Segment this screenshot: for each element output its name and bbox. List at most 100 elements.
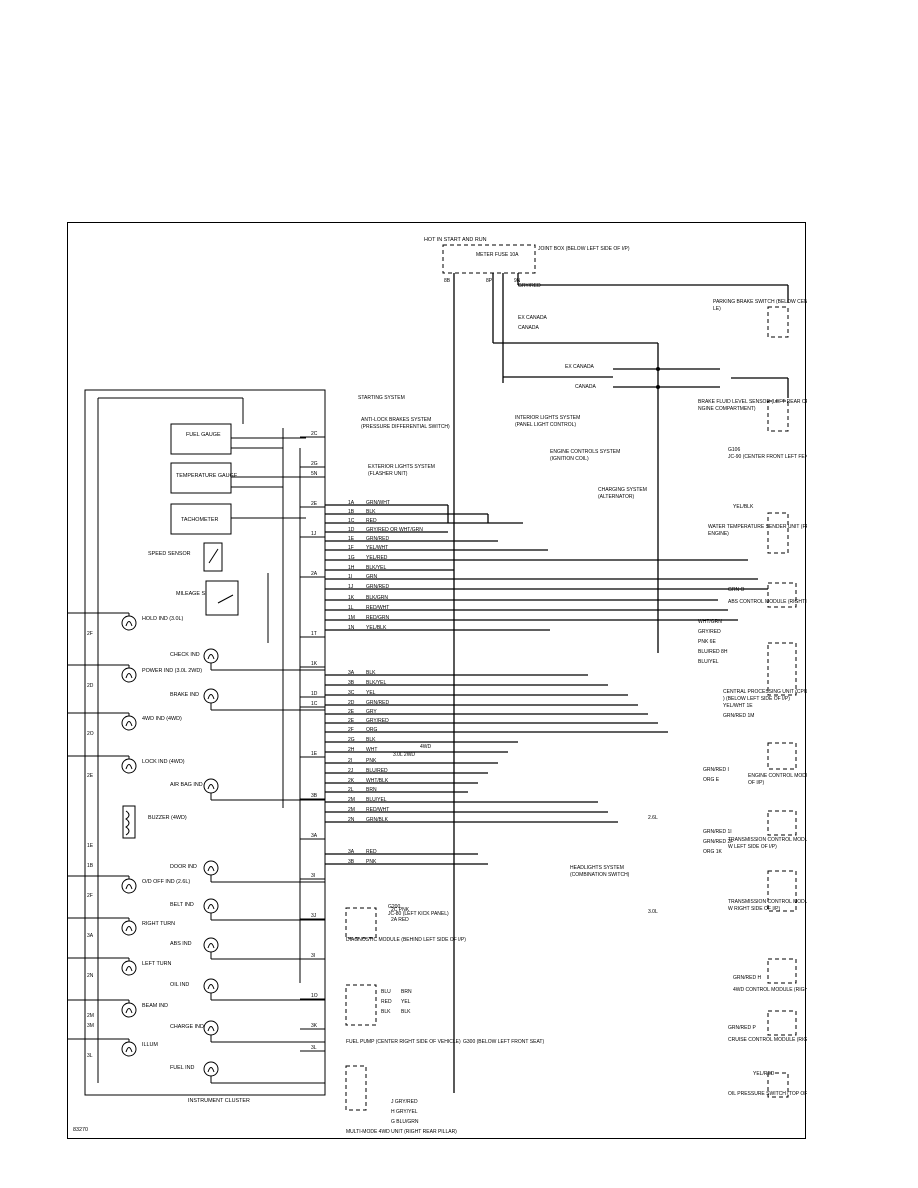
svg-text:3B: 3B — [348, 680, 355, 686]
svg-text:1B: 1B — [348, 509, 355, 515]
joint-box-label: JOINT BOX (BELOW LEFT SIDE OF I/P) — [538, 246, 630, 252]
svg-text:RED: RED — [381, 999, 392, 1005]
pin-right-12: 3A — [311, 833, 318, 839]
svg-text:2L: 2L — [348, 787, 354, 793]
svg-text:2D: 2D — [348, 700, 355, 706]
svg-text:JC-90 (CENTER FRONT LEFT FENDE: JC-90 (CENTER FRONT LEFT FENDER) — [728, 454, 807, 460]
svg-text:YEL/WHT: YEL/WHT — [366, 545, 388, 551]
lamp-label-2: 4WD IND (4WD) — [142, 716, 182, 722]
lamp-0 — [121, 615, 137, 631]
component-right-0: PARKING BRAKE SWITCH (BELOW CENTER CONSO… — [713, 299, 837, 312]
svg-text:2K: 2K — [348, 778, 355, 784]
pin-right-11: 3B — [311, 793, 318, 799]
variant-3-0l-2wd: 3.0L 2WD — [393, 752, 415, 758]
svg-text:GRN/BLK: GRN/BLK — [366, 817, 389, 823]
bottom-box-0 — [345, 907, 377, 939]
right-lamp-label-5: ABS IND — [170, 941, 192, 947]
svg-text:BUZZER (4WD): BUZZER (4WD) — [148, 815, 187, 821]
pin-left-3: 2E — [87, 773, 94, 779]
svg-text:RED: RED — [366, 518, 377, 524]
lamp-label-9: ILLUM — [142, 1042, 158, 1048]
lamp-9 — [121, 1041, 137, 1057]
system-2: EXTERIOR LIGHTS SYSTEM(FLASHER UNIT) — [368, 464, 435, 477]
pin-left-9: 2M — [87, 1013, 94, 1019]
right-lamp-1 — [203, 688, 219, 704]
svg-text:YEL/WHT 1E: YEL/WHT 1E — [723, 703, 753, 709]
right-lamp-0 — [203, 648, 219, 664]
pin-left-2: 2O — [87, 731, 94, 737]
component-bottom-4: MULTI-MODE 4WD UNIT (RIGHT REAR PILLAR)J… — [346, 1099, 457, 1135]
component-box-1 — [767, 642, 797, 696]
svg-text:WATER TEMPERATURE SENDER UNIT: WATER TEMPERATURE SENDER UNIT (FRONT OF — [708, 524, 807, 530]
svg-text:3A: 3A — [348, 670, 355, 676]
svg-text:(IGNITION COIL): (IGNITION COIL) — [550, 456, 589, 462]
svg-text:3C: 3C — [348, 690, 355, 696]
tachometer: TACHOMETER — [170, 503, 232, 535]
component-right-10: CRUISE CONTROL MODULE (RIGHT KICK PANEL)… — [728, 1025, 846, 1043]
pin-right-5: 2A — [311, 571, 318, 577]
lamp-label-6: RIGHT TURN — [142, 921, 175, 927]
pin-right-1: 2G — [311, 461, 318, 467]
svg-text:BLU/RED 8H: BLU/RED 8H — [698, 649, 728, 655]
system-4: ENGINE CONTROLS SYSTEM(IGNITION COIL) — [550, 449, 620, 462]
component-right-9: 4WD CONTROL MODULE (RIGHT REAR PILLAR)GR… — [733, 975, 847, 993]
wire-1b-1: 1B BLK — [325, 509, 489, 523]
svg-text:BLK: BLK — [366, 670, 376, 676]
mileage-sensor: MILEAGE SENSOR — [176, 580, 239, 616]
svg-text:(PANEL LIGHT CONTROL): (PANEL LIGHT CONTROL) — [515, 422, 576, 428]
lamp-label-0: HOLD IND (3.0L) — [142, 616, 184, 622]
svg-text:GRY/RED: GRY/RED — [698, 629, 721, 635]
cluster-title: INSTRUMENT CLUSTER — [188, 1098, 250, 1104]
svg-text:1A: 1A — [348, 500, 355, 506]
svg-text:H GRY/YEL: H GRY/YEL — [391, 1109, 418, 1115]
component-bottom-2: G300 (BELOW LEFT FRONT SEAT) — [463, 1039, 544, 1045]
svg-text:BLU/YEL: BLU/YEL — [366, 797, 387, 803]
pin-right-15: 3I — [311, 953, 315, 959]
lamp-label-7: LEFT TURN — [142, 961, 172, 967]
svg-text:OIL PRESSURE SWITCH (TOP OF EN: OIL PRESSURE SWITCH (TOP OF ENGINE) — [728, 1091, 807, 1097]
pin-right-10: 1E — [311, 751, 318, 757]
svg-text:BLU: BLU — [381, 989, 391, 995]
system-6: HEADLIGHTS SYSTEM(COMBINATION SWITCH) — [570, 865, 630, 878]
wire-gryred-top: GRY/RED — [518, 283, 541, 289]
svg-text:GRN/WHT: GRN/WHT — [366, 500, 390, 506]
svg-text:CENTRAL PROCESSING UNIT (CPU): CENTRAL PROCESSING UNIT (CPU) (JOINT BOX — [723, 689, 807, 695]
svg-text:EXTERIOR LIGHTS SYSTEM: EXTERIOR LIGHTS SYSTEM — [368, 464, 435, 470]
svg-text:YEL/RED: YEL/RED — [366, 555, 388, 561]
figure-id: 83270 — [73, 1127, 88, 1133]
svg-text:BRAKE FLUID LEVEL SENSOR (LEFT: BRAKE FLUID LEVEL SENSOR (LEFT REAR OF E — [698, 399, 807, 405]
svg-text:BLK: BLK — [366, 509, 376, 515]
svg-text:YEL: YEL — [401, 999, 411, 1005]
svg-text:GRY/RED OR WHT/GRN: GRY/RED OR WHT/GRN — [366, 527, 423, 533]
svg-text:ORG 1K: ORG 1K — [703, 849, 723, 855]
svg-text:PNK: PNK — [366, 758, 377, 764]
lamp-7 — [121, 960, 137, 976]
svg-text:BLK/GRN: BLK/GRN — [366, 595, 388, 601]
component-box-7 — [767, 306, 789, 338]
lamp-2 — [121, 715, 137, 731]
svg-text:GRY/RED: GRY/RED — [366, 718, 389, 724]
svg-text:1C: 1C — [348, 518, 355, 524]
svg-text:TRANSMISSION CONTROL MODULE (3: TRANSMISSION CONTROL MODULE (3.0L) (BELO — [728, 899, 807, 905]
svg-text:WHT/GRN: WHT/GRN — [698, 619, 722, 625]
right-lamp-label-2: AIR BAG IND — [170, 782, 203, 788]
svg-text:GRN: GRN — [366, 574, 378, 580]
svg-text:(ALTERNATOR): (ALTERNATOR) — [598, 494, 634, 500]
pin-8b: 8B — [444, 278, 451, 284]
svg-text:BLK: BLK — [401, 1009, 411, 1015]
svg-text:BLK/YEL: BLK/YEL — [366, 565, 387, 571]
svg-text:2E: 2E — [348, 709, 355, 715]
svg-text:BLU/RED: BLU/RED — [366, 768, 388, 774]
right-lamp-6 — [203, 978, 219, 994]
svg-text:2A RED: 2A RED — [391, 917, 409, 923]
pin-right-4: 1J — [311, 531, 317, 537]
